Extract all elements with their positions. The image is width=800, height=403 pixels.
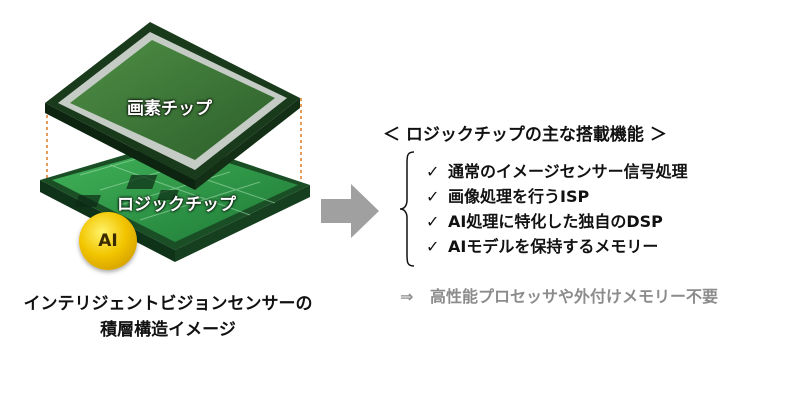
logic-chip-label: ロジックチップ <box>117 195 236 215</box>
check-icon: ✓ <box>426 187 440 206</box>
stack-graphic <box>40 22 310 262</box>
right-arrow-icon <box>321 184 379 238</box>
feature-item: ✓ 画像処理を行うISP <box>426 184 688 209</box>
result-text: 高性能プロセッサや外付けメモリー不要 <box>430 287 719 306</box>
stack-caption: インテリジェントビジョンセンサーの 積層構造イメージ <box>18 291 318 343</box>
feature-text: AIモデルを保持するメモリー <box>448 237 659 256</box>
feature-list: ✓ 通常のイメージセンサー信号処理 ✓ 画像処理を行うISP ✓ AI処理に特化した独… <box>426 159 688 259</box>
feature-item: ✓ AIモデルを保持するメモリー <box>426 234 688 259</box>
check-icon: ✓ <box>426 212 440 231</box>
feature-text: AI処理に特化した独自のDSP <box>448 212 663 231</box>
implies-icon: ⇒ <box>400 287 414 306</box>
pixel-chip-label: 画素チップ <box>127 99 212 119</box>
check-icon: ✓ <box>426 237 440 256</box>
feature-text: 通常のイメージセンサー信号処理 <box>448 162 688 181</box>
features-heading: ＜ ロジックチップの主な搭載機能 ＞ <box>383 125 667 145</box>
feature-item: ✓ AI処理に特化した独自のDSP <box>426 209 688 234</box>
pixel-chip <box>45 22 300 190</box>
caption-line-1: インテリジェントビジョンセンサーの <box>23 294 313 314</box>
check-icon: ✓ <box>426 162 440 181</box>
ai-badge: AI <box>79 212 137 270</box>
logic-chip <box>40 140 310 262</box>
sensor-stack-illustration: 画素チップ ロジックチップ AI インテリジェントビジョンセンサーの 積層構造イ… <box>0 0 330 403</box>
caption-line-2: 積層構造イメージ <box>100 320 236 340</box>
feature-item: ✓ 通常のイメージセンサー信号処理 <box>426 159 688 184</box>
brace-icon <box>399 151 415 267</box>
result-line: ⇒ 高性能プロセッサや外付けメモリー不要 <box>400 283 718 307</box>
feature-text: 画像処理を行うISP <box>448 187 590 206</box>
